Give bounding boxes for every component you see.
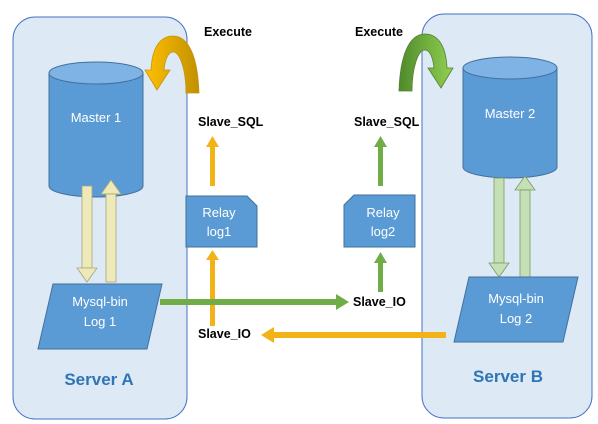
relay-log-1: Relay log1 — [185, 195, 258, 248]
master-1-to-binlog-arrow — [76, 185, 98, 283]
master-2-label: Master 2 — [485, 106, 536, 121]
relay-log-1-line2: log1 — [207, 224, 232, 239]
binlog-1-to-slave-io-right-arrow — [160, 294, 349, 310]
master-2-to-binlog-arrow — [488, 177, 510, 278]
execute-right-curved-arrow — [398, 33, 454, 92]
binlog-2-line2: Log 2 — [500, 311, 533, 326]
slave-io-left-label: Slave_IO — [198, 327, 251, 341]
master-1-label: Master 1 — [71, 110, 122, 125]
execute-right-label: Execute — [355, 25, 403, 39]
binlog-2-to-slave-io-left-arrow — [261, 327, 446, 343]
binlog-1-line2: Log 1 — [84, 314, 117, 329]
binlog-1-line1: Mysql-bin — [72, 294, 128, 309]
slave-io-to-relay-2-arrow — [374, 252, 387, 292]
execute-left-curved-arrow — [144, 35, 200, 94]
relay-1-to-slave-sql-arrow — [206, 136, 219, 186]
execute-left-label: Execute — [204, 25, 252, 39]
binlog-to-master-1-arrow — [100, 179, 122, 283]
relay-log-2-line2: log2 — [371, 224, 396, 239]
relay-log-2-line1: Relay — [366, 205, 400, 220]
slave-sql-left-label: Slave_SQL — [198, 115, 264, 129]
server-a-label: Server A — [64, 370, 133, 389]
relay-log-1-line1: Relay — [202, 205, 236, 220]
binlog-2: Mysql-bin Log 2 — [453, 276, 579, 343]
slave-io-right-label: Slave_IO — [353, 295, 406, 309]
relay-2-to-slave-sql-arrow — [374, 136, 387, 186]
slave-io-to-relay-1-arrow — [206, 250, 219, 326]
master-2-database: Master 2 — [462, 56, 558, 179]
relay-log-2: Relay log2 — [343, 194, 416, 248]
binlog-2-line1: Mysql-bin — [488, 291, 544, 306]
master-1-database: Master 1 — [48, 61, 144, 198]
binlog-1: Mysql-bin Log 1 — [37, 283, 163, 350]
server-b-label: Server B — [473, 367, 543, 386]
slave-sql-right-label: Slave_SQL — [354, 115, 420, 129]
